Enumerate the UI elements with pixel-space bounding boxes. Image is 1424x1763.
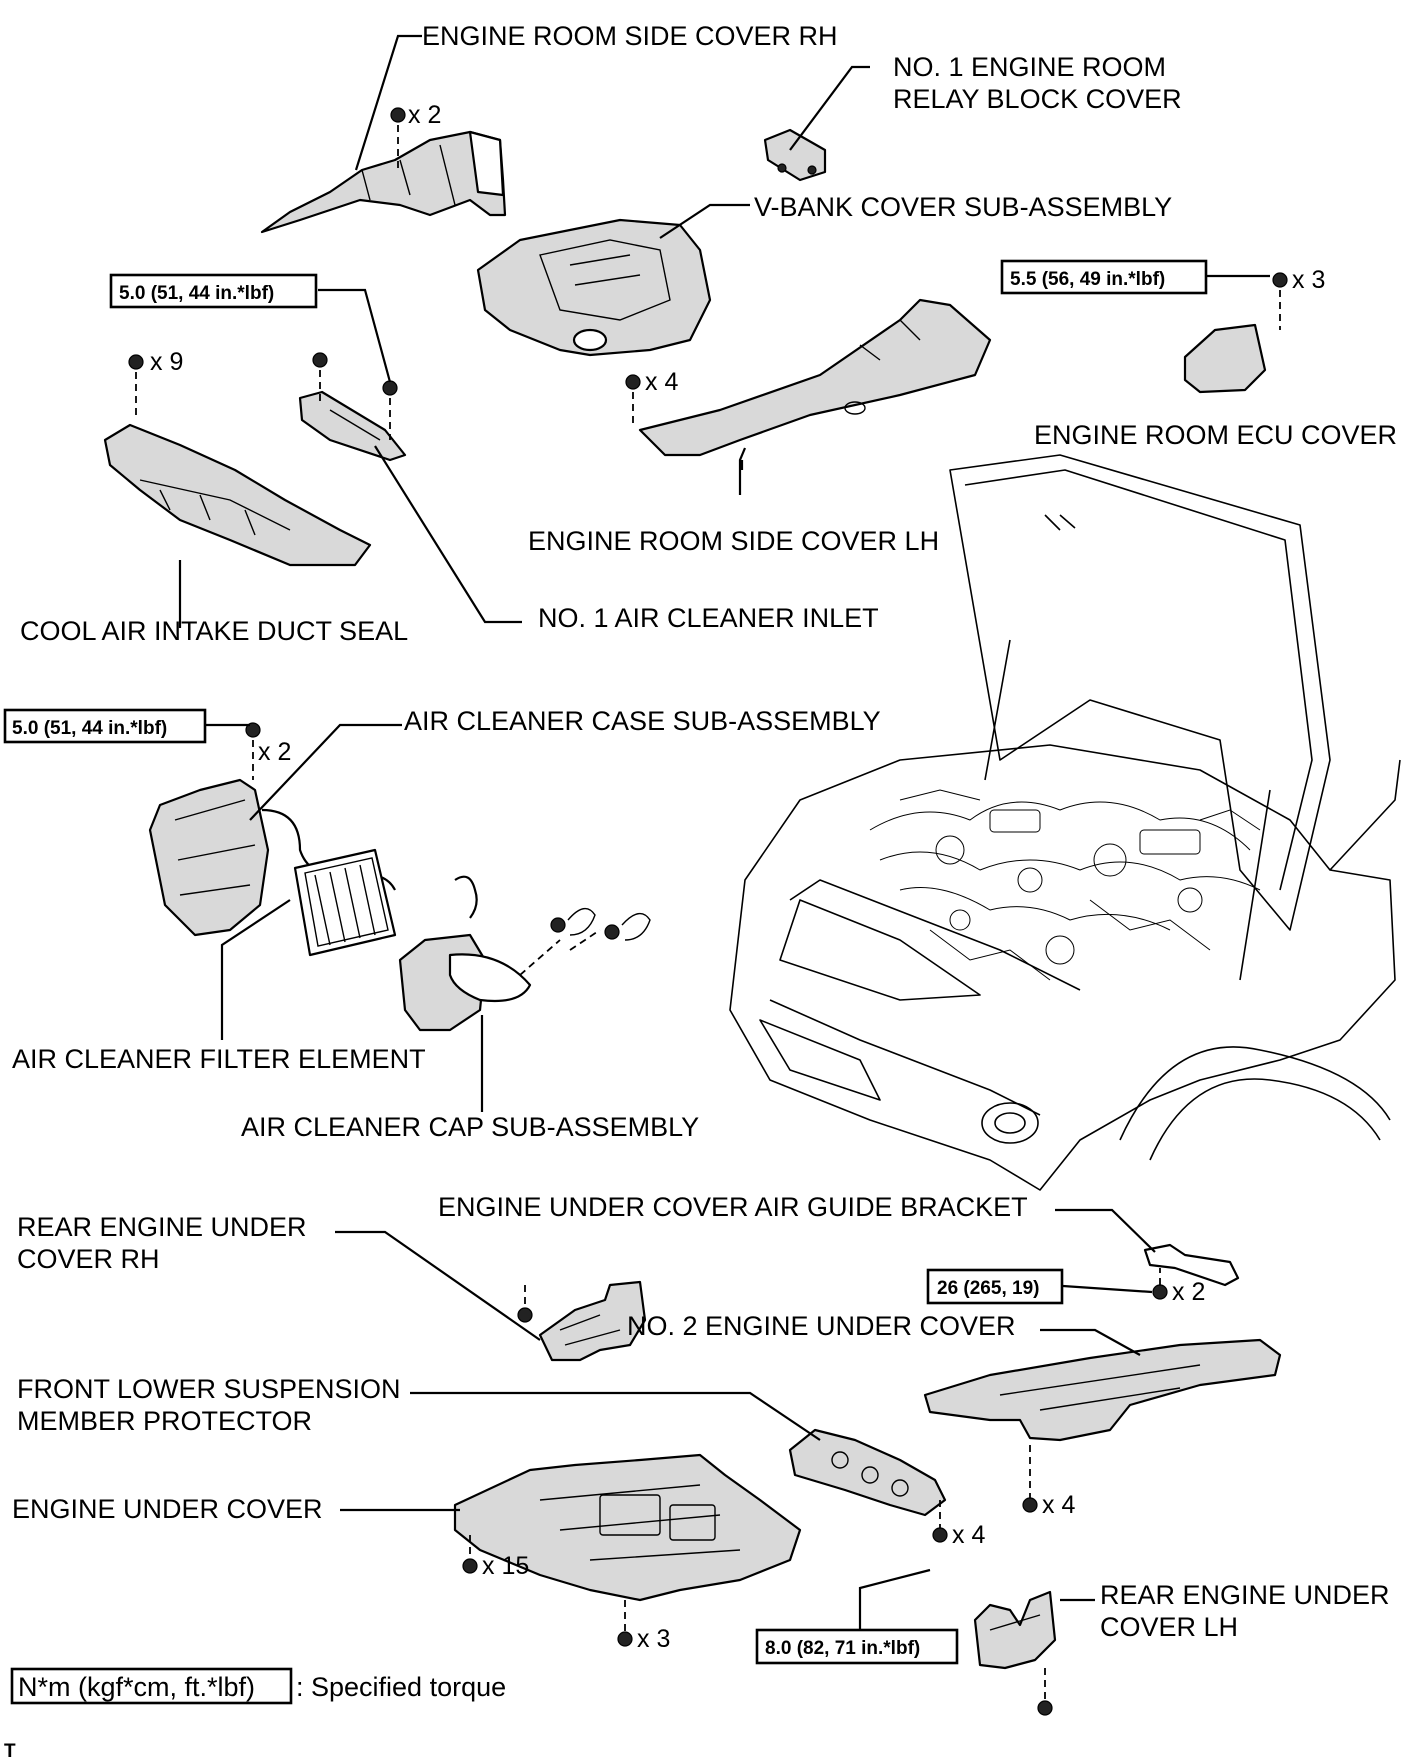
torque-spec-inlet: 5.0 (51, 44 in.*lbf) xyxy=(109,273,318,309)
qty-side-cover-lh: x 4 xyxy=(645,368,678,396)
label-engine-room-side-cover-rh: ENGINE ROOM SIDE COVER RH xyxy=(422,21,838,51)
footer-mark: T xyxy=(4,1741,16,1762)
relay-block-cover-part xyxy=(763,128,827,182)
bolt-icon xyxy=(517,1285,533,1323)
label-air-cleaner-cap: AIR CLEANER CAP SUB-ASSEMBLY xyxy=(241,1112,699,1142)
label-rear-under-cover-rh-2: COVER RH xyxy=(17,1244,160,1274)
qty-duct-seal: x 9 xyxy=(150,348,183,376)
qty-engine-under-cover-b: x 3 xyxy=(637,1625,670,1653)
no1-air-cleaner-inlet-part xyxy=(298,390,407,462)
label-front-lower-suspension-2: MEMBER PROTECTOR xyxy=(17,1406,312,1436)
torque-label: 26 (265, 19) xyxy=(937,1278,1039,1299)
bolt-icon xyxy=(932,1500,948,1543)
engine-room-side-cover-rh-part xyxy=(260,130,507,234)
bolt-icon xyxy=(245,722,261,780)
air-cleaner-filter-element-part xyxy=(293,848,397,957)
label-rear-under-cover-rh-1: REAR ENGINE UNDER xyxy=(17,1212,307,1242)
qty-engine-under-cover-a: x 15 xyxy=(482,1552,529,1580)
rear-engine-under-cover-rh-part xyxy=(538,1280,647,1362)
no2-engine-under-cover-part xyxy=(923,1338,1282,1442)
rear-engine-under-cover-lh-part xyxy=(973,1590,1057,1670)
bolt-icon xyxy=(390,107,406,168)
bolt-icon xyxy=(312,352,398,440)
torque-spec-air-guide-bracket: 26 (265, 19) xyxy=(926,1268,1064,1305)
torque-spec-ecu-cover: 5.5 (56, 49 in.*lbf) xyxy=(1000,259,1208,295)
air-guide-bracket-part xyxy=(1143,1243,1240,1287)
qty-air-cleaner-case: x 2 xyxy=(258,738,291,766)
label-front-lower-suspension-1: FRONT LOWER SUSPENSION xyxy=(17,1374,401,1404)
label-no1-air-cleaner-inlet: NO. 1 AIR CLEANER INLET xyxy=(538,603,879,633)
qty-ecu-cover: x 3 xyxy=(1292,266,1325,294)
label-air-cleaner-case: AIR CLEANER CASE SUB-ASSEMBLY xyxy=(404,706,881,736)
bolt-icon xyxy=(1037,1668,1053,1716)
torque-label: 8.0 (82, 71 in.*lbf) xyxy=(765,1638,920,1659)
legend-unit-text: : Specified torque xyxy=(296,1672,506,1702)
bolt-icon xyxy=(1022,1445,1038,1513)
label-air-guide-bracket: ENGINE UNDER COVER AIR GUIDE BRACKET xyxy=(438,1192,1028,1222)
qty-no2-under-cover: x 4 xyxy=(1042,1491,1075,1519)
torque-spec-suspension-protector: 8.0 (82, 71 in.*lbf) xyxy=(755,1628,959,1665)
legend-unit-box: N*m (kgf*cm, ft.*lbf) xyxy=(18,1672,255,1702)
bolt-icon xyxy=(1152,1268,1168,1300)
clamp-icon xyxy=(519,907,651,976)
torque-legend: N*m (kgf*cm, ft.*lbf) : Specified torque xyxy=(10,1667,506,1705)
bolt-icon xyxy=(625,374,641,428)
label-engine-room-ecu-cover: ENGINE ROOM ECU COVER xyxy=(1034,420,1397,450)
front-lower-suspension-member-protector-part xyxy=(788,1428,947,1517)
ecu-cover-part xyxy=(1183,323,1267,394)
qty-side-cover-rh: x 2 xyxy=(408,101,441,129)
label-rear-under-cover-lh-2: COVER LH xyxy=(1100,1612,1238,1642)
label-rear-under-cover-lh-1: REAR ENGINE UNDER xyxy=(1100,1580,1390,1610)
engine-room-side-cover-lh-part xyxy=(638,298,992,457)
label-air-cleaner-filter-element: AIR CLEANER FILTER ELEMENT xyxy=(12,1044,426,1074)
torque-label: 5.0 (51, 44 in.*lbf) xyxy=(119,283,274,304)
label-relay-block-cover-1: NO. 1 ENGINE ROOM xyxy=(893,52,1166,82)
bolt-icon xyxy=(462,1535,633,1647)
label-v-bank-cover: V-BANK COVER SUB-ASSEMBLY xyxy=(754,192,1172,222)
torque-spec-air-cleaner-case: 5.0 (51, 44 in.*lbf) xyxy=(3,708,207,744)
cool-air-intake-duct-seal-part xyxy=(103,423,372,567)
label-no2-engine-under-cover: NO. 2 ENGINE UNDER COVER xyxy=(627,1311,1016,1341)
vehicle-illustration xyxy=(729,454,1401,1191)
label-engine-under-cover: ENGINE UNDER COVER xyxy=(12,1494,323,1524)
air-cleaner-cap-part xyxy=(398,875,532,1032)
torque-label: 5.5 (56, 49 in.*lbf) xyxy=(1010,269,1165,290)
engine-under-cover-part xyxy=(453,1453,802,1602)
qty-suspension-protector: x 4 xyxy=(952,1521,985,1549)
bolt-icon xyxy=(128,354,144,420)
leader-lines xyxy=(178,34,1270,1645)
qty-air-guide-bracket: x 2 xyxy=(1172,1278,1205,1306)
label-relay-block-cover-2: RELAY BLOCK COVER xyxy=(893,84,1182,114)
bolt-icon xyxy=(1272,272,1288,330)
v-bank-cover-part xyxy=(476,218,712,357)
torque-label: 5.0 (51, 44 in.*lbf) xyxy=(12,718,167,739)
label-engine-room-side-cover-lh: ENGINE ROOM SIDE COVER LH xyxy=(528,526,939,556)
label-cool-air-intake-duct-seal: COOL AIR INTAKE DUCT SEAL xyxy=(20,616,408,646)
